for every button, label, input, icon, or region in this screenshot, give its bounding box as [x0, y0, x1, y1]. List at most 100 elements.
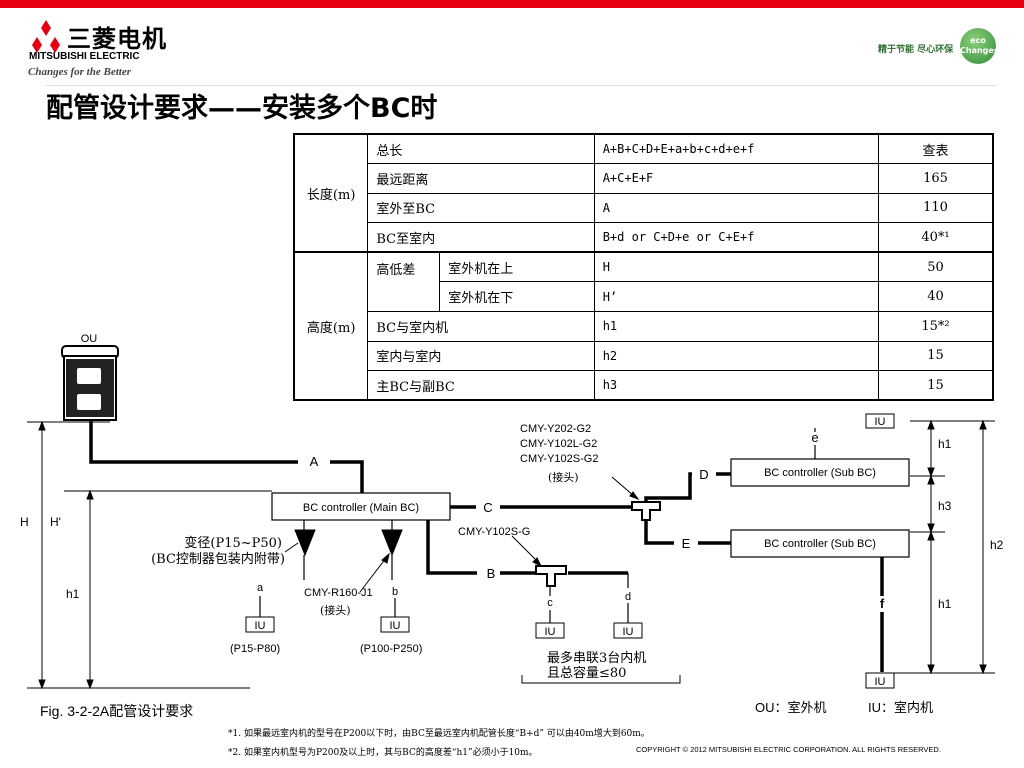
outdoor-unit-icon: [61, 345, 119, 421]
pipe-label-b: b: [392, 586, 398, 598]
sub-bc-box-2: [730, 529, 910, 558]
reducer-b-icon: [381, 529, 403, 557]
pipe-label-E: E: [682, 536, 691, 551]
logo-english: MITSUBISHI ELECTRIC: [29, 51, 140, 62]
dimension-arrows: [38, 419, 987, 690]
sub-bc-label-1: BC controller (Sub BC): [764, 467, 876, 479]
height-labels: H H' h1 h1 h3 h1 h2: [20, 437, 1004, 611]
joint-model-2: CMY-Y102L-G2: [520, 438, 597, 450]
piping-spec-table: 长度(m) 总长 A+B+C+D+E+a+b+c+d+e+f 查表 最远距离 A…: [293, 133, 994, 402]
reference-lines: [27, 420, 995, 689]
pipe-label-d: d: [625, 591, 631, 603]
iu-label: IU: [875, 676, 886, 688]
joint-model-r: CMY-R160-J1: [304, 587, 373, 599]
logo-chinese: 三菱电机: [67, 25, 167, 53]
callout-arrows: [284, 476, 640, 593]
sub-bc-label-2: BC controller (Sub BC): [764, 538, 876, 550]
main-bc-box: [271, 492, 451, 521]
formula-cell: A+C+E+F: [593, 163, 879, 194]
table-row: 室外至BC A 110: [294, 192, 994, 224]
footnote-2: *2. 如果室内机型号为P200及以上时，其与BC的高度差“h1”必须小于10m…: [228, 748, 538, 758]
table-row: BC至室内 B+d or C+D+e or C+E+f 40*¹: [294, 222, 994, 253]
main-bc-label: BC controller (Main BC): [303, 502, 419, 514]
eco-badge-icon: eco Changes: [960, 28, 999, 64]
figure-caption: Fig. 3-2-2A配管设计要求: [40, 703, 193, 719]
formula-cell: A+B+C+D+E+a+b+c+d+e+f: [593, 133, 879, 165]
formula-cell: h3: [593, 370, 879, 401]
table-row: 主BC与副BC h3 15: [294, 370, 994, 401]
pipe-label-C: C: [483, 500, 492, 515]
height-label-H: H: [20, 515, 29, 529]
joint-model-1: CMY-Y202-G2: [520, 423, 591, 435]
y-joints: [535, 501, 661, 587]
pipe-label-B: B: [487, 566, 496, 581]
height-label-h3: h3: [938, 499, 952, 513]
pipe-labels: A C D E B e f: [310, 430, 885, 611]
legend-ou: OU：室外机: [755, 700, 827, 715]
iu-label: IU: [390, 620, 401, 632]
item-cell: 最远距离: [367, 163, 595, 194]
iu-label: IU: [255, 620, 266, 632]
group-height: 高度(m): [293, 251, 369, 401]
copyright: COPYRIGHT © 2012 MITSUBISHI ELECTRIC COR…: [636, 745, 941, 754]
footnote-1: *1. 如果最远室内机的型号在P200以下时，由BC至最远室内机配管长度“B+d…: [228, 729, 650, 739]
branch-pipes: [259, 428, 816, 623]
capacity-b: (P100-P250): [360, 643, 422, 655]
reducer-notes: 变径(P15~P50) (BC控制器包装内附带) 最多串联3台内机 且总容量≤8…: [151, 535, 646, 681]
series-note-1: 最多串联3台内机: [547, 650, 646, 666]
formula-cell: H: [593, 251, 879, 283]
top-accent-bar: [0, 0, 1024, 8]
item-cell: 高低差: [367, 251, 441, 313]
joint-label: (接头): [548, 471, 579, 484]
pipe-label-a: a: [257, 582, 264, 594]
joint-model-3: CMY-Y102S-G2: [520, 453, 598, 465]
height-label-h2: h2: [990, 538, 1004, 552]
iu-boxes: [245, 413, 895, 689]
iu-label: IU: [623, 626, 634, 638]
pipe-label-A: A: [310, 454, 319, 469]
joint-b-icon: [535, 565, 567, 587]
page-title: 配管设计要求——安装多个BC时: [46, 93, 438, 124]
iu-label: IU: [545, 626, 556, 638]
pipe-label-f: f: [880, 596, 885, 611]
pipe-label-c: c: [547, 597, 553, 609]
group-length: 长度(m): [293, 133, 369, 253]
formula-cell: B+d or C+D+e or C+E+f: [593, 222, 879, 253]
iu-label: IU: [875, 416, 886, 428]
sub-item-cell: 室外机在下: [439, 281, 595, 313]
height-label-h1: h1: [66, 587, 80, 601]
model-annotations: CMY-Y202-G2 CMY-Y102L-G2 CMY-Y102S-G2 (接…: [230, 423, 598, 655]
item-cell: 总长: [367, 133, 595, 165]
height-label-H-prime: H': [50, 515, 61, 529]
height-label-h1-sub: h1: [938, 437, 952, 451]
joint-model-b: CMY-Y102S-G: [458, 526, 530, 538]
table-row: 最远距离 A+C+E+F 165: [294, 163, 994, 194]
capacity-a: (P15-P80): [230, 643, 280, 655]
joint-main-icon: [631, 501, 661, 521]
reducer-label-1: 变径(P15~P50): [184, 535, 282, 551]
logo-tagline: Changes for the Better: [28, 66, 131, 78]
item-cell: BC至室内: [367, 222, 595, 253]
header-divider: [46, 85, 996, 86]
height-label-h1-lower: h1: [938, 597, 952, 611]
sub-bc-box-1: [730, 458, 910, 487]
formula-cell: h2: [593, 340, 879, 372]
value-cell: 15: [877, 370, 994, 401]
series-bracket: [521, 675, 681, 684]
reducer-a-icon: [294, 529, 316, 557]
reducer-label-2: (BC控制器包装内附带): [151, 551, 285, 567]
eco-slogan: 精于节能 尽心环保: [878, 45, 954, 55]
value-cell: 40: [877, 281, 994, 313]
joint-label-r: (接头): [320, 604, 351, 617]
pipe-label-e: e: [811, 430, 818, 445]
formula-cell: A: [593, 192, 879, 224]
branch-labels: a b c d: [257, 582, 631, 609]
value-cell: 15*²: [877, 311, 994, 342]
value-cell: 165: [877, 163, 994, 194]
pipes: [89, 420, 884, 672]
item-cell: 主BC与副BC: [367, 370, 595, 401]
mitsubishi-diamonds-icon: [32, 20, 60, 53]
ou-label: OU: [81, 333, 98, 345]
series-note-2: 且总容量≤80: [547, 665, 626, 681]
